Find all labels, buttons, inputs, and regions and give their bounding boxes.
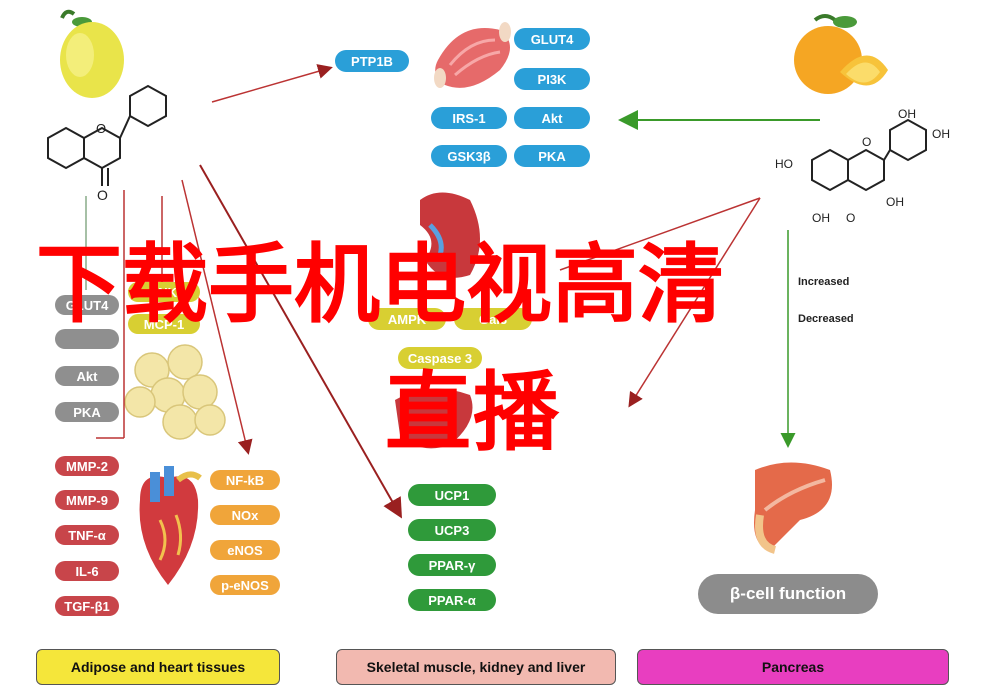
svg-text:HO: HO: [775, 157, 793, 171]
marker-mcp1: MCP-1: [128, 314, 200, 334]
marker-ucp3: UCP3: [408, 519, 496, 541]
marker-pka: PKA: [514, 145, 590, 167]
marker-caspase3: Caspase 3: [398, 347, 482, 369]
marker-irs1: IRS-1: [431, 107, 507, 129]
marker-nfkb: NF-kB: [210, 470, 280, 490]
marker-jnk: JNK: [128, 282, 200, 302]
svg-text:OH: OH: [898, 107, 916, 121]
marker-ppar-alpha: PPAR-α: [408, 589, 496, 611]
svg-text:O: O: [97, 187, 108, 203]
beta-cell-function-label: β-cell function: [698, 574, 878, 614]
marker-il6: IL-6: [55, 561, 119, 581]
marker-tgfb1: TGF-β1: [55, 596, 119, 616]
marker-glut4: GLUT4: [514, 28, 590, 50]
svg-text:O: O: [96, 121, 106, 136]
legend-increased: Increased: [798, 276, 850, 288]
marker-gray-2: [55, 329, 119, 349]
marker-p-enos: p-eNOS: [210, 575, 280, 595]
flavonol-structure-icon: HO OH O OH OH OH O: [775, 107, 950, 225]
marker-ucp1: UCP1: [408, 484, 496, 506]
category-pancreas: Pancreas: [637, 649, 949, 685]
flavone-structure-icon: O O: [47, 84, 167, 203]
marker-tnfa: TNF-α: [55, 525, 119, 545]
overlay-text-line1: 下载手机电视高清: [36, 235, 724, 335]
category-muscle-kidney-liver: Skeletal muscle, kidney and liver: [336, 649, 616, 685]
marker-enos: eNOS: [210, 540, 280, 560]
kidney-icon: [420, 192, 480, 278]
pancreas-icon: [754, 462, 832, 554]
marker-pka-left: PKA: [55, 402, 119, 422]
fat-cells-icon: [124, 344, 226, 440]
marker-ampk: AMPK: [368, 308, 446, 330]
svg-text:O: O: [862, 135, 871, 149]
marker-gsk3b: GSK3β: [431, 145, 507, 167]
marker-akt-left: Akt: [55, 366, 119, 386]
marker-mmp9: MMP-9: [55, 490, 119, 510]
muscle-icon: [434, 22, 511, 88]
marker-nox: NOx: [210, 505, 280, 525]
svg-text:OH: OH: [886, 195, 904, 209]
marker-ppar-gamma: PPAR-γ: [408, 554, 496, 576]
lemon-icon: [60, 9, 124, 98]
legend-decreased: Decreased: [798, 313, 854, 325]
liver-icon: [395, 388, 473, 449]
marker-akt: Akt: [514, 107, 590, 129]
marker-mmp2: MMP-2: [55, 456, 119, 476]
marker-gal3: Gal3: [454, 308, 532, 330]
svg-text:OH: OH: [932, 127, 950, 141]
category-adipose-heart: Adipose and heart tissues: [36, 649, 280, 685]
heart-icon: [139, 466, 202, 585]
svg-text:OH: OH: [812, 211, 830, 225]
marker-ptp1b: PTP1B: [335, 50, 409, 72]
svg-text:O: O: [846, 211, 855, 225]
orange-fruit-icon: [794, 14, 888, 94]
marker-glut4-left: GLUT4: [55, 295, 119, 315]
marker-pi3k: PI3K: [514, 68, 590, 90]
overlay-text-line2: 直播: [385, 363, 561, 463]
